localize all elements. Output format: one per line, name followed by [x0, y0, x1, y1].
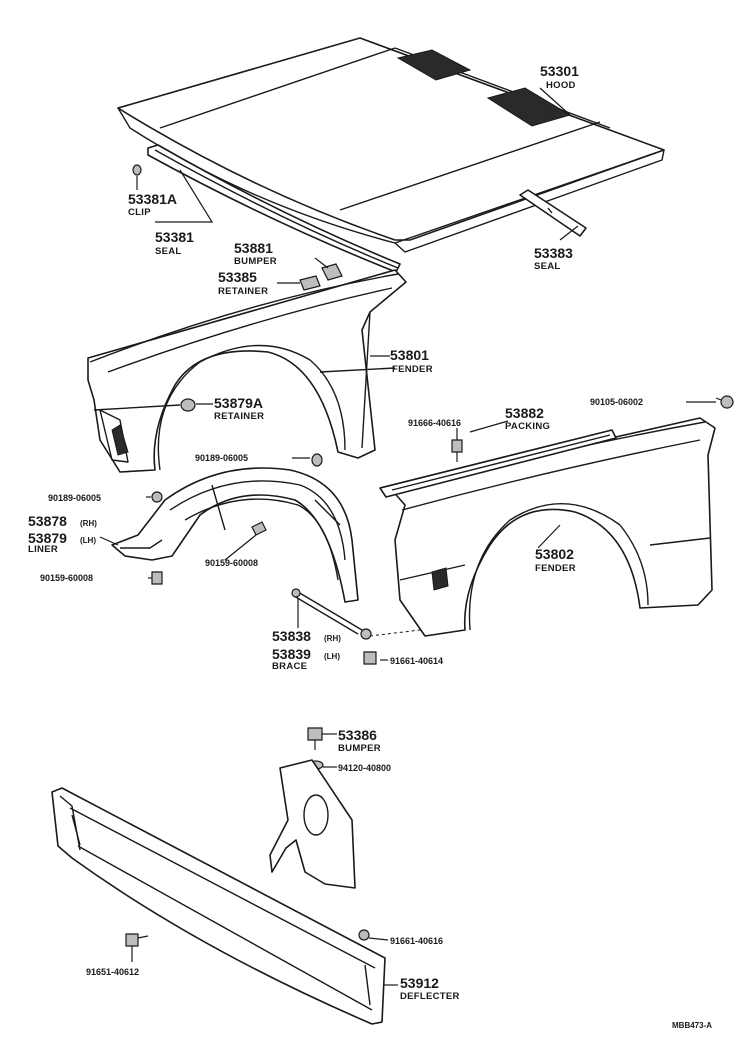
label-seal-front: 53381 SEAL	[155, 229, 194, 257]
svg-text:DEFLECTER: DEFLECTER	[400, 991, 460, 1002]
svg-text:(LH): (LH)	[80, 536, 96, 545]
svg-text:53881: 53881	[234, 240, 273, 256]
svg-text:53878: 53878	[28, 513, 67, 529]
svg-text:HOOD: HOOD	[546, 80, 576, 91]
bolt-brace-icon	[363, 651, 377, 665]
svg-text:91666-40616: 91666-40616	[408, 418, 461, 428]
clip-liner-left-icon	[151, 491, 163, 503]
leader-lines	[99, 87, 716, 986]
label-bumper-cushion: 53386 BUMPER	[338, 727, 381, 754]
deflecter-drawing	[51, 787, 386, 1025]
label-retainer-hood: 53385 RETAINER	[218, 269, 268, 297]
seal-rear-strip	[519, 189, 587, 237]
svg-text:53385: 53385	[218, 269, 257, 285]
bracket-drawing	[269, 759, 356, 889]
label-packing: 91666-40616 53882 PACKING	[408, 405, 550, 432]
label-bumper-hood: 53881 BUMPER	[234, 240, 277, 267]
label-clip-liner-left: 90189-06005	[48, 493, 101, 503]
svg-text:FENDER: FENDER	[535, 563, 576, 574]
fender-lh-drawing	[87, 269, 407, 473]
bolt-deflecter-left-icon	[125, 933, 149, 947]
bumper-cushion-icon	[307, 727, 323, 750]
label-screw-liner-mid: 90159-60008	[205, 558, 258, 568]
label-screw-liner-left: 90159-60008	[40, 573, 93, 583]
svg-text:94120-40800: 94120-40800	[338, 763, 391, 773]
label-clip-liner-upper: 90189-06005	[195, 453, 248, 463]
svg-text:53381A: 53381A	[128, 191, 177, 207]
svg-text:BUMPER: BUMPER	[234, 256, 277, 267]
svg-text:MBB473-A: MBB473-A	[672, 1021, 712, 1030]
label-fender-lh: 53801 FENDER	[390, 347, 433, 375]
svg-text:53801: 53801	[390, 347, 429, 363]
seal-front-strip	[147, 144, 401, 273]
svg-text:90105-06002: 90105-06002	[590, 397, 643, 407]
hood-vent-left	[396, 49, 472, 81]
svg-text:LINER: LINER	[28, 544, 58, 555]
svg-text:53301: 53301	[540, 63, 579, 79]
svg-text:53882: 53882	[505, 405, 544, 421]
svg-text:SEAL: SEAL	[155, 246, 182, 257]
label-brace: 53838 (RH) 53839 (LH) BRACE	[272, 628, 341, 672]
svg-text:53802: 53802	[535, 546, 574, 562]
brace-drawing	[291, 588, 372, 640]
svg-text:53879: 53879	[28, 530, 67, 546]
label-bolt-deflecter-left: 91651-40612	[86, 967, 139, 977]
screw-liner-left-icon	[151, 571, 163, 585]
svg-text:CLIP: CLIP	[128, 207, 151, 218]
label-clip: 53381A CLIP	[128, 191, 177, 218]
label-bolt-brace: 91661-40614	[390, 656, 443, 666]
svg-text:BUMPER: BUMPER	[338, 743, 381, 754]
label-retainer-fender: 53879A RETAINER	[214, 395, 264, 422]
svg-text:53381: 53381	[155, 229, 194, 245]
retainer-fender-icon	[180, 398, 196, 412]
svg-text:90189-06005: 90189-06005	[48, 493, 101, 503]
svg-text:PACKING: PACKING	[505, 421, 550, 432]
svg-text:FENDER: FENDER	[392, 364, 433, 375]
bolt-deflecter-right-icon	[358, 929, 370, 941]
screw-liner-mid-icon	[251, 521, 267, 536]
clip-icon	[132, 164, 142, 176]
svg-text:53839: 53839	[272, 646, 311, 662]
figure-code: MBB473-A	[672, 1021, 712, 1030]
svg-text:RETAINER: RETAINER	[218, 286, 268, 297]
svg-text:(RH): (RH)	[324, 634, 341, 643]
packing-strip	[379, 429, 617, 498]
bumper-hood-icon	[321, 263, 343, 281]
hood-drawing	[117, 37, 665, 253]
svg-text:91661-40616: 91661-40616	[390, 936, 443, 946]
bolt-packing-icon	[451, 439, 463, 462]
svg-text:53386: 53386	[338, 727, 377, 743]
svg-text:91661-40614: 91661-40614	[390, 656, 443, 666]
label-bolt-deflecter-right: 91661-40616	[390, 936, 443, 946]
svg-text:91651-40612: 91651-40612	[86, 967, 139, 977]
label-hood: 53301 HOOD	[540, 63, 579, 91]
bolt-fender-top-icon	[715, 395, 734, 409]
svg-text:53879A: 53879A	[214, 395, 263, 411]
svg-text:90159-60008: 90159-60008	[40, 573, 93, 583]
svg-text:RETAINER: RETAINER	[214, 411, 264, 422]
svg-text:90159-60008: 90159-60008	[205, 558, 258, 568]
clip-liner-upper-icon	[311, 453, 323, 467]
svg-text:53912: 53912	[400, 975, 439, 991]
svg-text:BRACE: BRACE	[272, 661, 307, 672]
retainer-hood-icon	[299, 275, 321, 291]
label-seal-rear: 53383 SEAL	[534, 245, 573, 272]
liner-drawing	[111, 467, 359, 603]
svg-text:SEAL: SEAL	[534, 261, 561, 272]
label-deflecter: 53912 DEFLECTER	[400, 975, 460, 1002]
svg-text:53383: 53383	[534, 245, 573, 261]
label-liner: 53878 (RH) 53879 (LH) LINER	[28, 513, 97, 555]
label-washer: 94120-40800	[338, 763, 391, 773]
label-fender-rh: 53802 FENDER	[535, 546, 576, 574]
svg-text:(LH): (LH)	[324, 652, 340, 661]
svg-text:90189-06005: 90189-06005	[195, 453, 248, 463]
svg-text:(RH): (RH)	[80, 519, 97, 528]
svg-text:53838: 53838	[272, 628, 311, 644]
label-bolt-fender-top: 90105-06002	[590, 397, 643, 407]
